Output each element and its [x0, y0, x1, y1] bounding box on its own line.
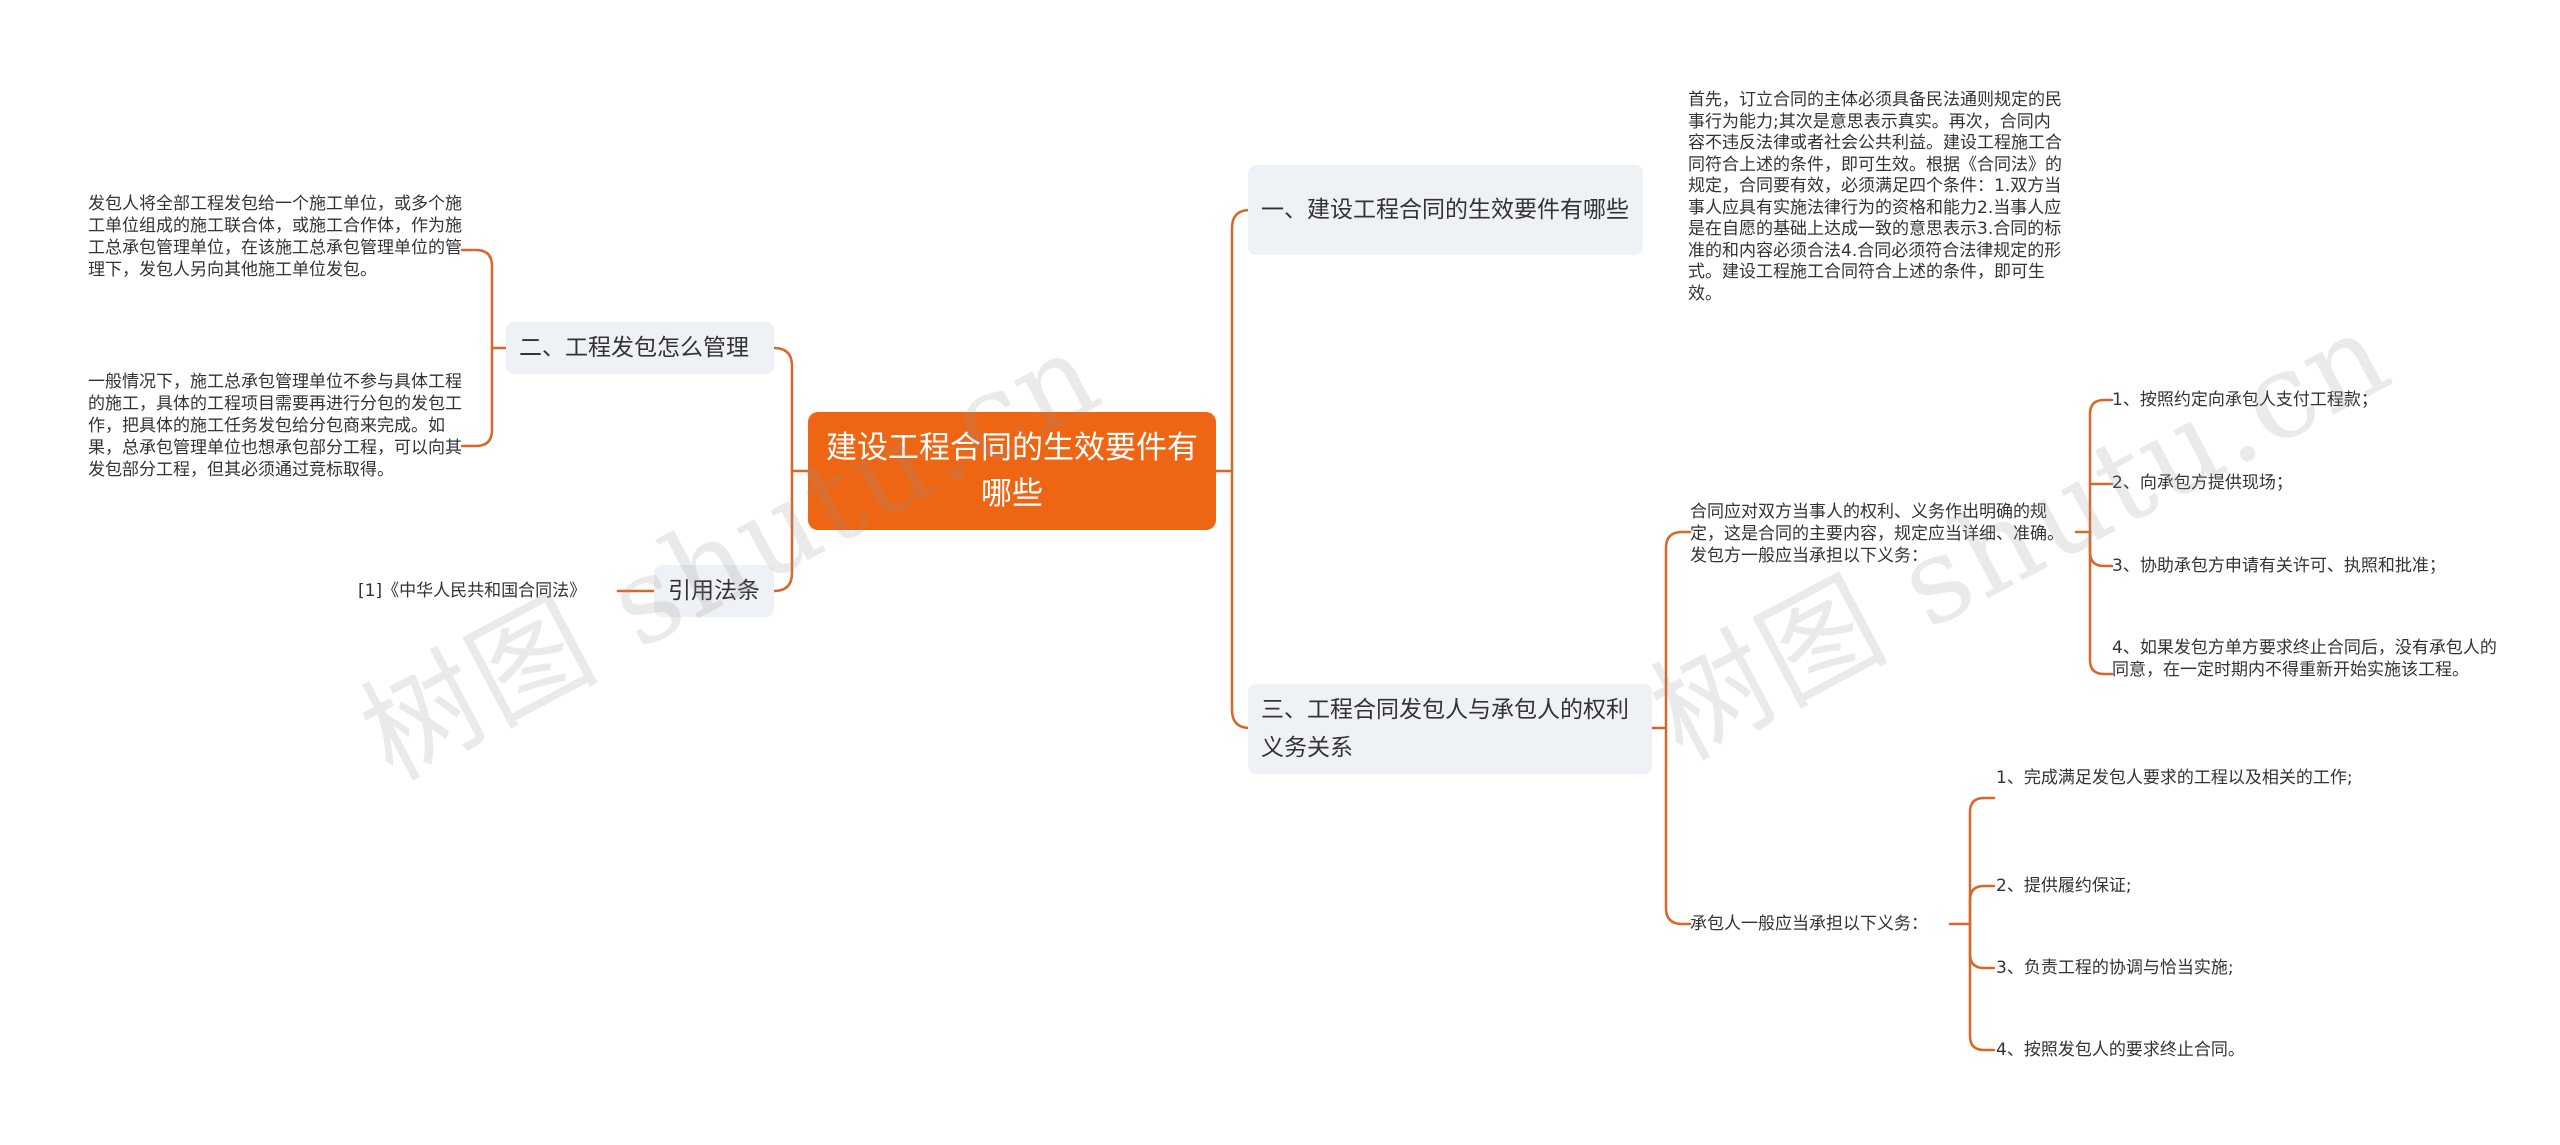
branch-label: 二、工程发包怎么管理 [519, 335, 749, 361]
branch-label: 三、工程合同发包人与承包人的权利义务关系 [1261, 697, 1629, 761]
branch-label: 引用法条 [668, 578, 760, 604]
branch-cited-law[interactable]: 引用法条 [654, 565, 774, 617]
contractor-item-2: 2、提供履约保证; [1996, 876, 2132, 896]
leaf-cited-law-text: [1]《中华人民共和国合同法》 [358, 581, 587, 601]
link-b3-contractor [1664, 726, 1692, 926]
link-root-b4 [772, 469, 794, 593]
contractor-item-4: 4、按照发包人的要求终止合同。 [1996, 1040, 2245, 1060]
link-b3-employer [1650, 530, 1692, 730]
leaf-contracting-text-1: 发包人将全部工程发包给一个施工单位，或多个施工单位组成的施工联合体，或施工合作体… [88, 194, 462, 280]
leaf-employer-obligations: 合同应对双方当事人的权利、义务作出明确的规定，这是合同的主要内容，规定应当详细、… [1690, 502, 2064, 566]
link-root-b2 [772, 346, 810, 473]
contractor-item-3: 3、负责工程的协调与恰当实施; [1996, 958, 2234, 978]
link-root-b1 [1214, 208, 1251, 473]
branch-label: 一、建设工程合同的生效要件有哪些 [1261, 197, 1629, 223]
employer-item-2: 2、向承包方提供现场； [2112, 473, 2293, 493]
leaf-contracting-text-2: 一般情况下，施工总承包管理单位不参与具体工程的施工，具体的工程项目需要再进行分包… [88, 372, 462, 480]
branch-effective-conditions[interactable]: 一、建设工程合同的生效要件有哪些 [1248, 165, 1643, 255]
employer-item-1: 1、按照约定向承包人支付工程款； [2112, 390, 2378, 410]
root-topic[interactable]: 建设工程合同的生效要件有哪些 [808, 412, 1216, 530]
leaf-effective-conditions-text: 首先，订立合同的主体必须具备民法通则规定的民事行为能力;其次是意思表示真实。再次… [1688, 90, 2062, 304]
employer-item-3: 3、协助承包方申请有关许可、执照和批准； [2112, 556, 2446, 576]
branch-rights-obligations[interactable]: 三、工程合同发包人与承包人的权利义务关系 [1248, 684, 1652, 774]
root-topic-label: 建设工程合同的生效要件有哪些 [826, 430, 1198, 512]
leaf-contractor-obligations: 承包人一般应当承担以下义务： [1690, 914, 1928, 934]
branch-contracting-management[interactable]: 二、工程发包怎么管理 [506, 322, 774, 374]
contractor-item-1: 1、完成满足发包人要求的工程以及相关的工作; [1996, 768, 2353, 788]
link-b2-leaf1 [460, 248, 508, 350]
employer-item-4: 4、如果发包方单方要求终止合同后，没有承包人的同意，在一定时期内不得重新开始实施… [2112, 638, 2497, 680]
link-b2-leaf2 [460, 346, 494, 448]
